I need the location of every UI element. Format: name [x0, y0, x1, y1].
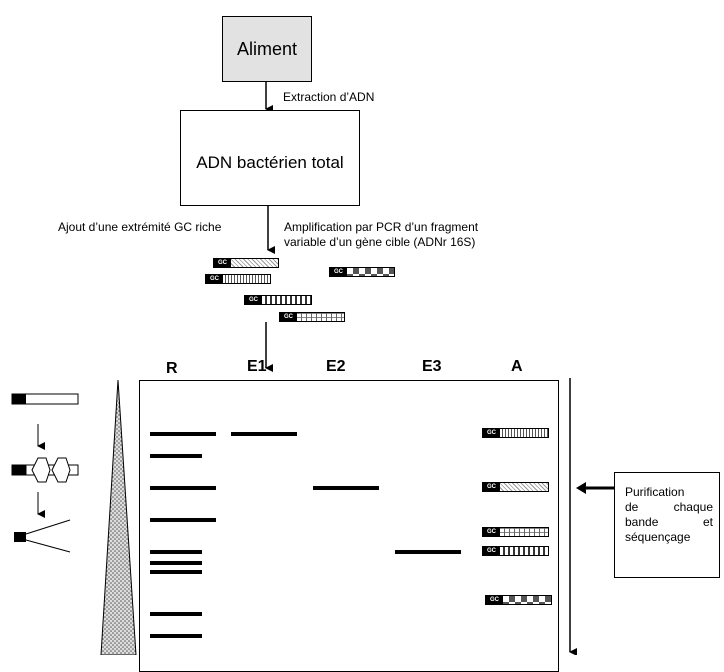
purification-arrow-head	[576, 482, 586, 494]
e3-band	[395, 550, 461, 554]
lane-label-e3: E3	[422, 358, 442, 375]
adn-box: ADN bactérien total	[180, 110, 360, 206]
gc-clamp: GC	[245, 296, 262, 304]
e1-band	[231, 432, 297, 436]
lane-label-e1: E1	[247, 358, 267, 375]
purif-word-bande: bande	[625, 515, 659, 529]
a-band-diag: GC	[482, 482, 549, 492]
a-band-grid: GC	[482, 527, 549, 537]
ladder-band	[150, 518, 216, 522]
gc-clamp: GC	[206, 275, 223, 283]
a-band-check: GC	[485, 595, 552, 605]
amplification-label-1: Amplification par PCR d’un fragment	[284, 220, 479, 234]
a-band-thick-vert: GC	[482, 546, 549, 556]
purification-box: Purification de chaque bande et séquençage	[614, 472, 720, 578]
gc-clamp: GC	[483, 429, 500, 437]
purif-line1: Purification	[625, 485, 685, 499]
purif-word-chaque: chaque	[673, 500, 713, 514]
gc-clamp: GC	[483, 528, 500, 536]
gc-clamp: GC	[483, 483, 500, 491]
extraction-label: Extraction d’ADN	[283, 90, 375, 104]
gc-clamp: GC	[214, 259, 231, 267]
gc-clamp: GC	[483, 547, 500, 555]
ladder-band	[150, 570, 202, 574]
double-strand-icon	[11, 393, 79, 405]
aliment-box: Aliment	[222, 16, 312, 82]
denaturant-gradient-wedge	[100, 379, 137, 655]
fragment-diag: GC	[213, 258, 279, 268]
fragment-thick-vert: GC	[244, 295, 312, 305]
gc-clamp: GC	[486, 596, 503, 604]
lane-label-a: A	[511, 358, 523, 375]
ladder-band	[150, 486, 216, 490]
purif-line4: séquençage	[625, 530, 691, 544]
ajout-gc-label: Ajout d’une extrémité GC riche	[58, 220, 222, 234]
ladder-band	[150, 634, 202, 638]
dgge-gel: GC GC GC GC GC	[139, 380, 559, 672]
ladder-band	[150, 612, 202, 616]
fragment-check: GC	[329, 267, 395, 277]
amplification-label-2: variable d’un gène cible (ADNr 16S)	[284, 235, 476, 249]
ladder-band	[150, 432, 216, 436]
lane-label-e2: E2	[326, 358, 346, 375]
ladder-band	[150, 550, 202, 554]
purif-word-de: de	[625, 500, 639, 514]
e2-band	[313, 486, 379, 490]
fragment-grid: GC	[279, 312, 345, 322]
ladder-band	[150, 454, 202, 458]
gc-clamp: GC	[280, 313, 297, 321]
aliment-label: Aliment	[236, 38, 298, 59]
melted-strands-icon	[14, 519, 71, 553]
purif-word-et: et	[702, 515, 713, 529]
a-band-vert: GC	[482, 428, 549, 438]
lane-label-r: R	[166, 360, 178, 377]
ladder-band	[150, 561, 202, 565]
partially-melted-icon	[11, 457, 79, 483]
adn-title: ADN bactérien total	[196, 153, 344, 172]
gc-clamp: GC	[330, 268, 347, 276]
fragment-vert: GC	[205, 274, 271, 284]
